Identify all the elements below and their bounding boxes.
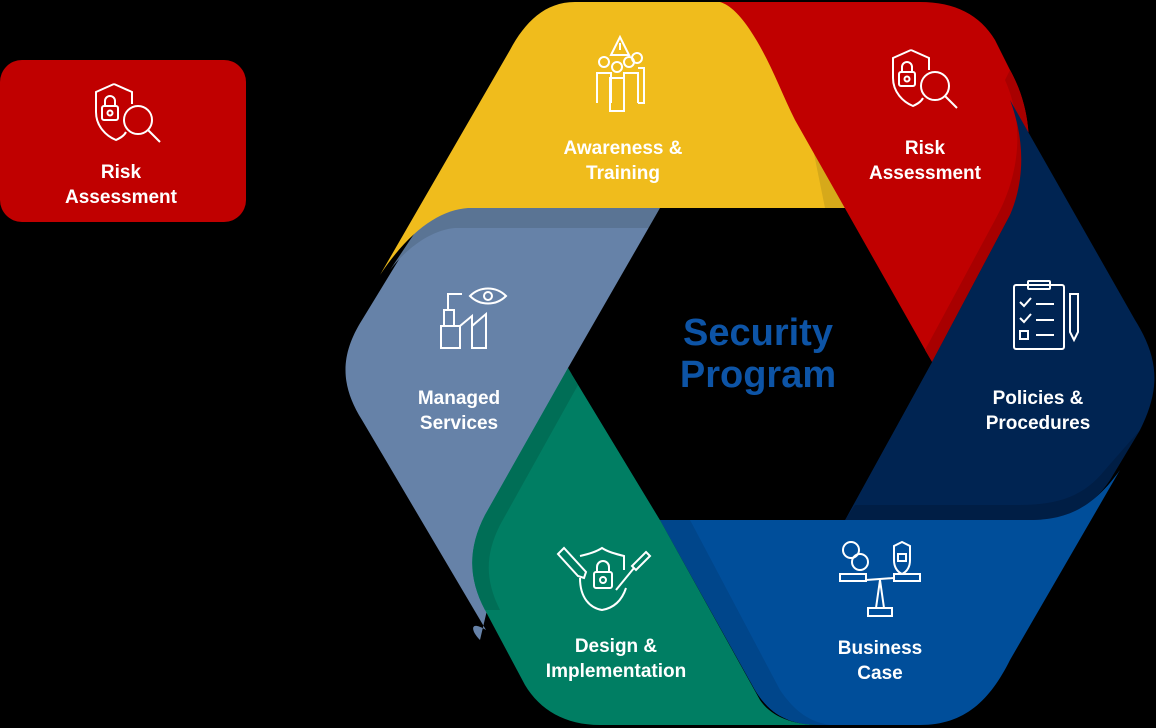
legend-risk-assessment-card: Risk Assessment xyxy=(0,60,246,222)
center-title: Security Program xyxy=(628,312,888,396)
segment-label-policies-procedures: Policies & Procedures xyxy=(928,386,1148,436)
segment-label-business-case: Business Case xyxy=(770,636,990,686)
segment-policies-procedures[interactable] xyxy=(845,100,1155,520)
label-line2: Training xyxy=(586,163,660,184)
label-line2: Procedures xyxy=(985,413,1091,434)
label-line1: Risk xyxy=(904,138,946,159)
label-line1: Business xyxy=(837,638,923,659)
people-warning-icon xyxy=(596,34,645,112)
label-line1: Managed xyxy=(417,388,501,409)
segment-business-case[interactable] xyxy=(660,470,1120,725)
label-line2: Assessment xyxy=(869,163,981,184)
segment-label-managed-services: Managed Services xyxy=(349,386,569,436)
legend-label-line2: Assessment xyxy=(65,187,177,208)
policies-shadow xyxy=(845,430,1140,520)
label-line1: Design & xyxy=(574,636,658,657)
shield-lock-magnifier-icon xyxy=(95,83,161,143)
business-shadow xyxy=(660,520,830,725)
factory-eye-icon xyxy=(440,287,508,349)
label-line1: Awareness & xyxy=(563,138,683,159)
legend-label: Risk Assessment xyxy=(0,160,242,210)
segment-design-implementation[interactable] xyxy=(472,368,820,725)
managed-shadow xyxy=(390,208,660,270)
label-line2: Implementation xyxy=(545,661,687,682)
center-title-line2: Program xyxy=(679,354,837,396)
segment-label-design-implementation: Design & Implementation xyxy=(506,634,726,684)
legend-label-line1: Risk xyxy=(100,162,142,183)
clipboard-checklist-pencil-icon xyxy=(1013,280,1079,350)
center-hexagon xyxy=(568,208,932,520)
segment-label-risk-assessment: Risk Assessment xyxy=(815,136,1035,186)
label-line2: Case xyxy=(857,663,903,684)
balance-scale-money-shield-icon xyxy=(839,540,921,617)
risk-shadow xyxy=(925,70,1029,362)
label-line1: Policies & xyxy=(992,388,1084,409)
segment-awareness-training[interactable] xyxy=(380,2,840,275)
center-title-line1: Security xyxy=(683,312,833,354)
shield-lock-tools-icon xyxy=(556,546,652,612)
shield-lock-magnifier-icon xyxy=(892,49,958,109)
label-line2: Services xyxy=(419,413,499,434)
design-shadow xyxy=(472,368,578,610)
segment-risk-assessment[interactable] xyxy=(720,2,1029,362)
segment-label-awareness-training: Awareness & Training xyxy=(513,136,733,186)
segment-managed-services[interactable] xyxy=(345,208,661,640)
